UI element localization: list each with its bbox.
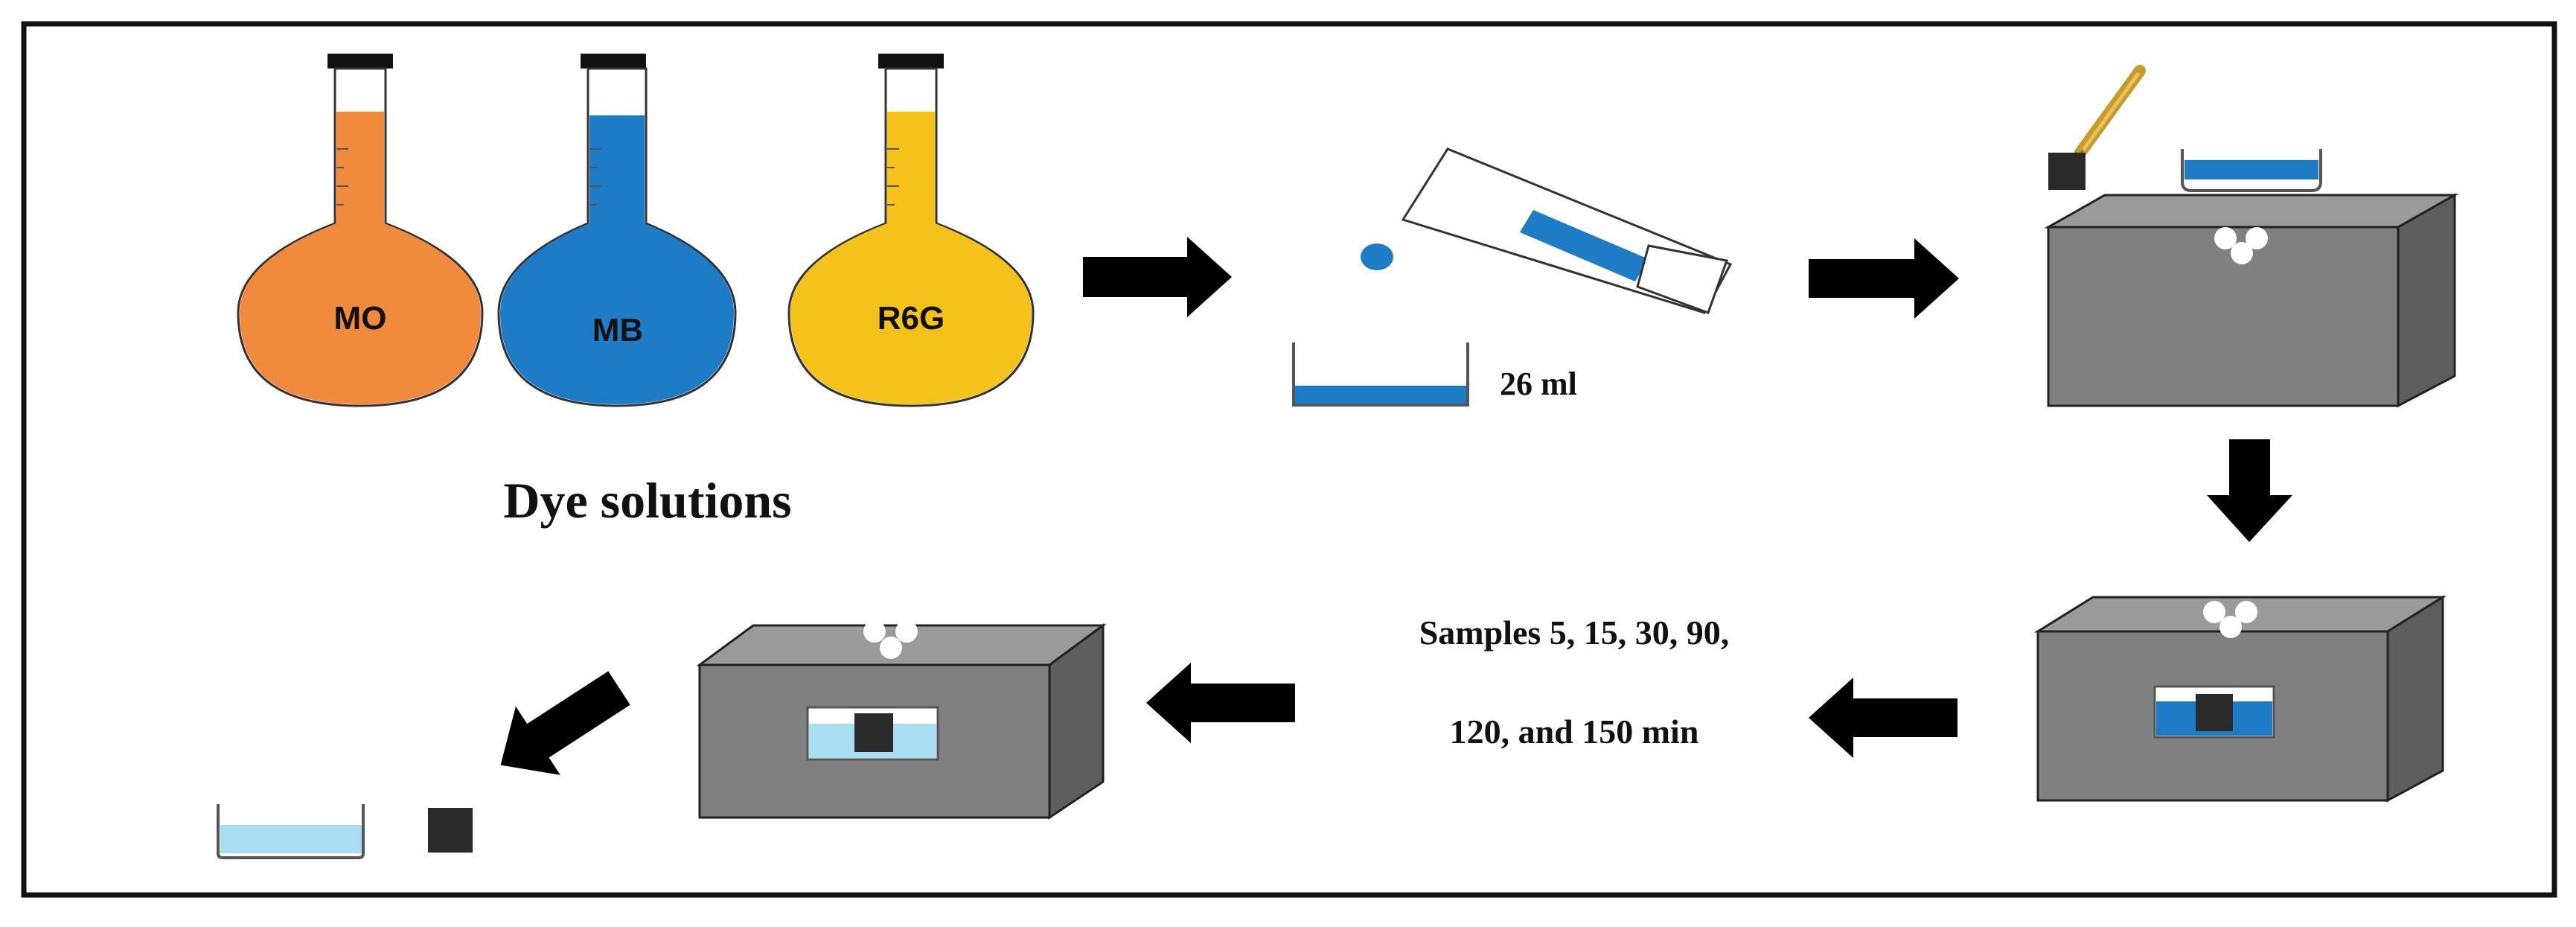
flask-r6g-label: R6G [878,300,945,337]
brush-handle-highlight [2082,72,2140,151]
box2-hole-1 [2203,601,2225,623]
samples-caption-line1: Samples 5, 15, 30, 90, [1419,614,1730,652]
beaker-small-top-glass [2181,149,2322,192]
beaker-final-liquid [220,825,362,853]
flask-mb-graduations [589,148,601,206]
flask-r6g: R6G [787,54,1035,407]
samples-caption-line2: 120, and 150 min [1450,713,1699,751]
falling-drop [1361,243,1393,270]
flask-mo-graduations [336,148,348,206]
beaker-final [217,804,365,859]
box-bottom-left [696,620,1107,820]
flask-mo: MO [237,54,484,407]
beaker-small-top-liquid [2185,160,2318,179]
box2-hole-2 [2235,601,2257,623]
beaker-26ml-glass [1292,343,1469,407]
arrow-down [2207,439,2292,542]
beaker-final-glass [217,804,365,859]
box3-hole-2 [895,620,918,643]
dye-solutions-caption: Dye solutions [503,472,791,529]
flask-mo-label: MO [334,300,387,337]
box3-sample-square [854,713,893,752]
beaker-26ml-liquid [1295,386,1466,404]
beaker-small-top [2181,149,2322,192]
flask-r6g-cap [878,54,944,69]
box3-hole-3 [880,637,902,659]
pipette-liquid [1520,210,1649,281]
sample-square-top [2048,153,2086,190]
box3-hole-1 [863,620,886,643]
box1-front-face [2048,227,2398,406]
arrow-left-1 [1809,678,1957,758]
box1-top-face [2048,195,2455,227]
flask-mb: MB [497,54,737,407]
pipette [1401,147,1733,314]
beaker-26ml [1292,343,1469,407]
volume-caption: 26 ml [1500,366,1577,402]
flask-r6g-liquid [790,112,1032,404]
box1-hole-3 [2231,242,2253,264]
box1-side-face [2398,195,2455,406]
box1-hole-2 [2246,227,2268,249]
flask-mb-cap [581,54,646,69]
flask-mo-liquid [240,112,481,404]
flask-mb-label: MB [592,312,643,348]
box2-sample-square [2196,694,2233,731]
box1-hole-1 [2214,227,2237,249]
pipette-bulb [1636,244,1729,314]
arrow-right-2 [1809,238,1959,319]
box2-hole-3 [2219,616,2242,638]
box-bottom-right [2033,595,2447,803]
arrow-left-2 [1146,663,1295,743]
box-top-right [2044,193,2459,408]
arrow-right-1 [1083,237,1232,317]
flask-mo-cap [327,54,393,69]
flask-mb-liquid [500,115,734,404]
arrow-diagonal [500,671,630,775]
flask-r6g-graduations [887,148,899,206]
sample-square-final [428,808,473,853]
